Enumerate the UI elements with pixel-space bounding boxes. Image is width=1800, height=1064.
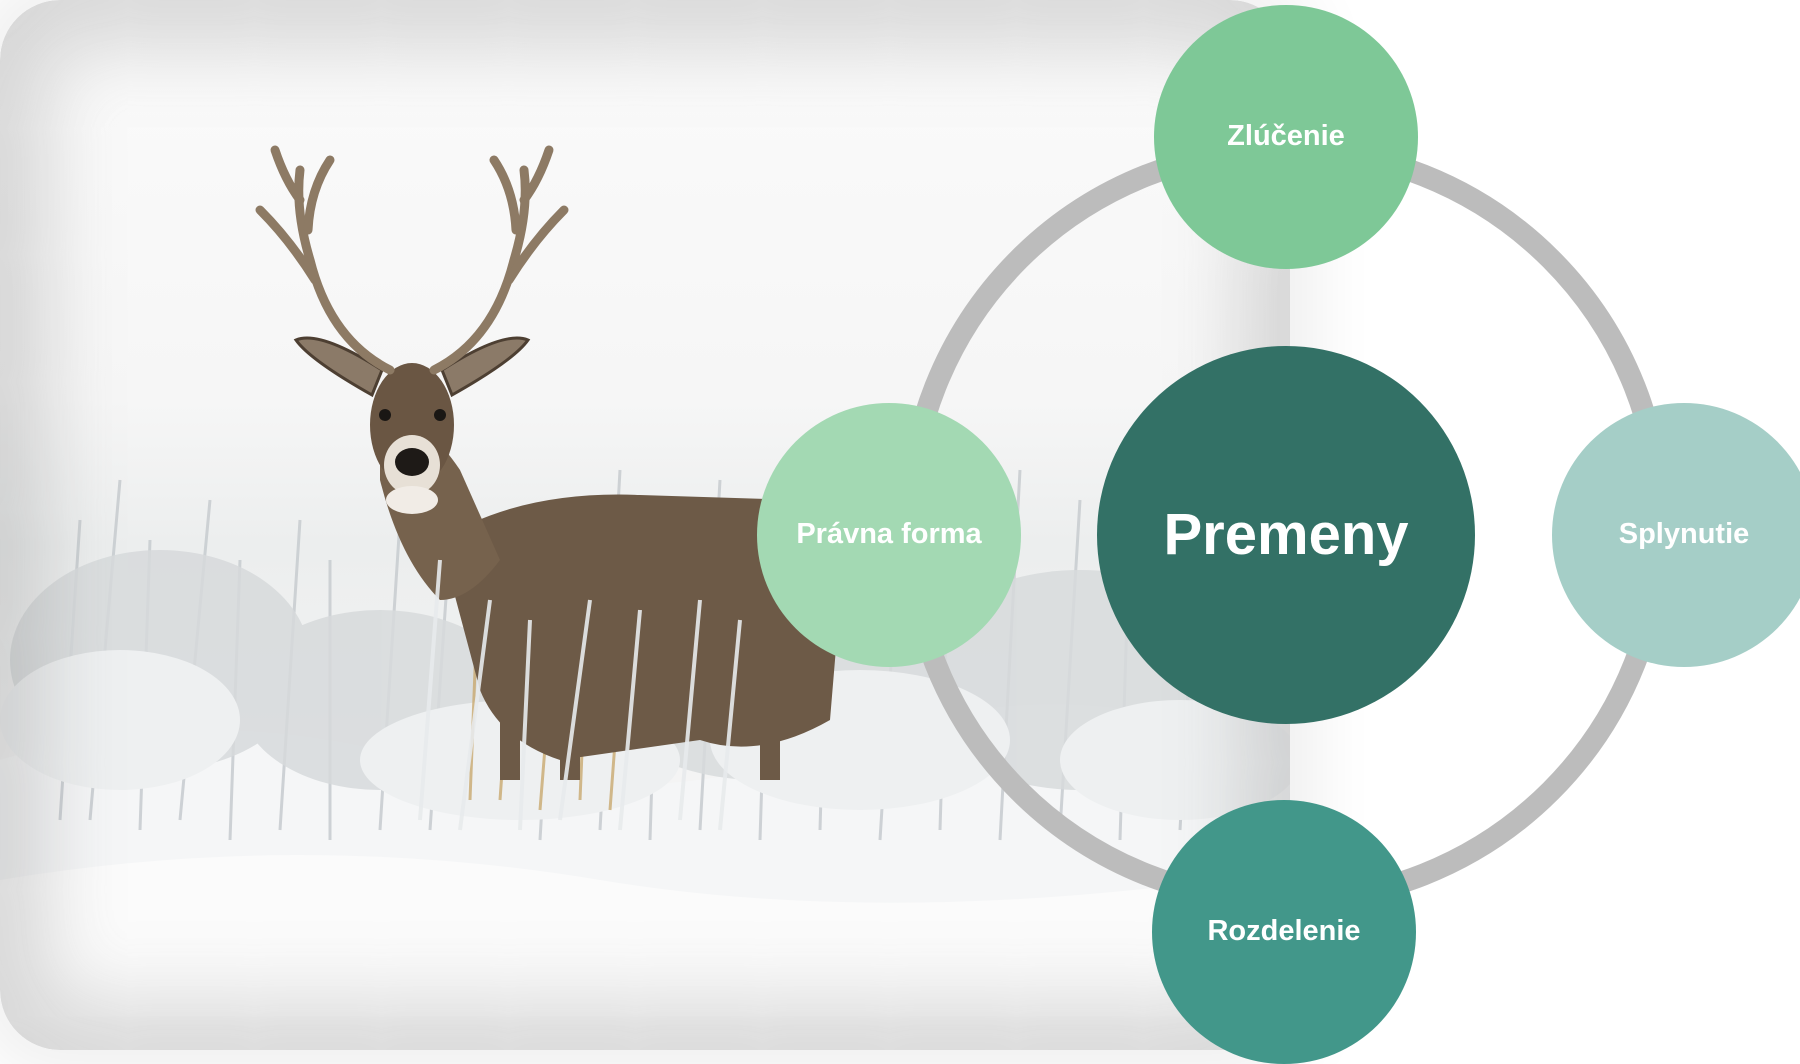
node-splynutie: Splynutie [1552,403,1800,667]
node-zlucenie-label: Zlúčenie [1227,120,1345,153]
deer-photo [0,0,1290,1050]
node-rozdelenie: Rozdelenie [1152,800,1416,1064]
node-pravna-forma-label: Právna forma [796,518,982,551]
center-node-label: Premeny [1163,501,1409,567]
center-node-premeny: Premeny [1097,346,1475,724]
node-zlucenie: Zlúčenie [1154,5,1418,269]
node-pravna-forma: Právna forma [757,403,1021,667]
node-rozdelenie-label: Rozdelenie [1207,915,1361,948]
node-splynutie-label: Splynutie [1618,518,1750,551]
